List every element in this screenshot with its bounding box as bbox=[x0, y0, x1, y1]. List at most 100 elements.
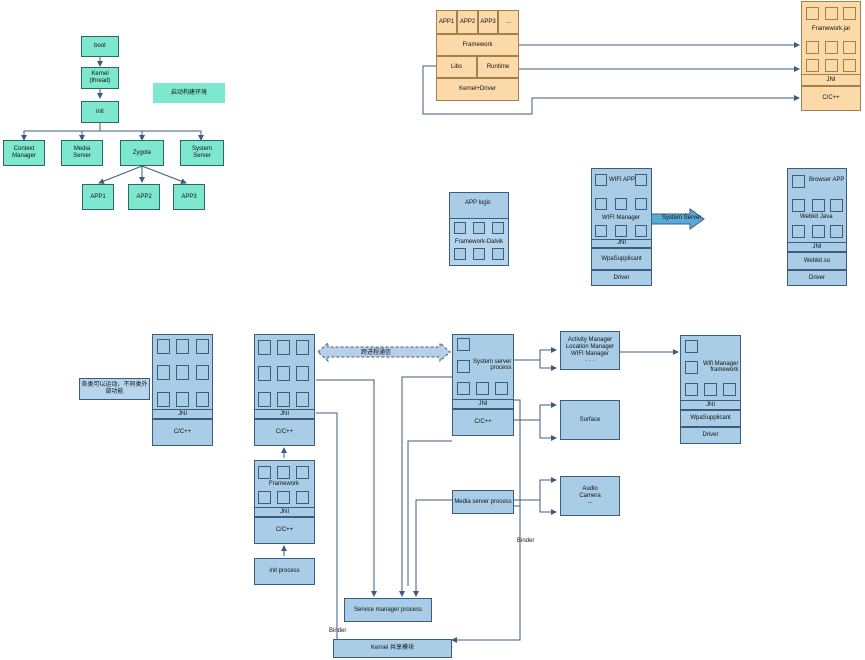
dalvik-block bbox=[473, 222, 485, 234]
browser-block bbox=[792, 175, 805, 188]
b-block bbox=[277, 392, 290, 407]
ss-block bbox=[495, 382, 508, 395]
jar-block bbox=[843, 7, 856, 20]
c-cc: C/C++ bbox=[254, 517, 315, 544]
binder-label-2: Binder bbox=[329, 628, 347, 634]
dalvik-block bbox=[492, 248, 504, 260]
b-jni: JNI bbox=[254, 409, 315, 419]
system-server-process-label: System server process bbox=[473, 359, 512, 371]
wifi-driver: Driver bbox=[591, 270, 652, 286]
stack-app2: APP2 bbox=[457, 10, 478, 34]
stack-libs: Libs bbox=[436, 56, 477, 78]
browser-block bbox=[830, 199, 843, 212]
ss-jni: JNI bbox=[452, 399, 514, 409]
b-block bbox=[296, 392, 309, 407]
binder-label-1: Binder bbox=[517, 538, 535, 544]
c-block bbox=[258, 491, 271, 504]
b-cc: C/C++ bbox=[254, 419, 315, 446]
app1-node: APP1 bbox=[82, 184, 114, 210]
zygote-node: Zygote bbox=[120, 140, 164, 166]
app2-node: APP2 bbox=[128, 184, 160, 210]
framework-jar-label: Framework.jar bbox=[812, 26, 851, 32]
browser-block bbox=[792, 225, 805, 238]
audio-camera-box: Audio Camera ... bbox=[560, 476, 620, 516]
b-block bbox=[277, 366, 290, 381]
a-block bbox=[157, 365, 170, 380]
wifi-framework-label: Wifi Manager framework bbox=[703, 361, 739, 373]
wf-driver: Driver bbox=[680, 427, 741, 444]
jar-block bbox=[843, 41, 856, 54]
a-block bbox=[176, 339, 189, 354]
dalvik-block bbox=[473, 248, 485, 260]
ss-block bbox=[457, 338, 470, 351]
a-block bbox=[176, 392, 189, 407]
ss-block bbox=[457, 360, 470, 373]
stack-framework: Framework bbox=[436, 34, 519, 56]
a-block bbox=[157, 339, 170, 354]
stack-cc: C/C++ bbox=[801, 86, 861, 111]
a-jni: JNI bbox=[152, 409, 213, 419]
stack-jni: JNI bbox=[801, 74, 861, 86]
c-block bbox=[296, 491, 309, 504]
a-block bbox=[196, 365, 209, 380]
wf-block bbox=[685, 340, 698, 353]
wf-wpa: WpaSupplicant bbox=[680, 410, 741, 427]
b-block bbox=[277, 340, 290, 355]
browser-driver: Driver bbox=[787, 270, 847, 286]
stack-kernel-driver: Kernel+Driver bbox=[436, 78, 519, 101]
c-block bbox=[277, 466, 290, 479]
wifi-block bbox=[635, 198, 647, 210]
jar-block bbox=[825, 59, 838, 72]
wifi-block bbox=[595, 225, 607, 237]
b-block bbox=[296, 366, 309, 381]
context-manager-node: Context Manager bbox=[3, 140, 45, 166]
ss-cc: C/C++ bbox=[452, 409, 514, 436]
ss-block bbox=[476, 382, 489, 395]
jar-block bbox=[825, 7, 838, 20]
browser-block bbox=[830, 225, 843, 238]
wifi-manager-label: WIFI Manager bbox=[602, 215, 641, 221]
system-server-arrow bbox=[650, 208, 705, 230]
browser-block bbox=[812, 225, 825, 238]
dalvik-block bbox=[492, 222, 504, 234]
wifi-block bbox=[595, 198, 607, 210]
wpa-supplicant-crossed: WpaSupplicant bbox=[591, 248, 652, 270]
c-block bbox=[296, 466, 309, 479]
webkit-so: Webkit.so bbox=[787, 252, 847, 270]
b-block bbox=[258, 340, 271, 355]
ss-block bbox=[457, 382, 470, 395]
media-server-process: Media server process bbox=[452, 490, 514, 514]
app-logic-label: APP logic bbox=[465, 200, 491, 206]
system-server-arrow-label: System Server bbox=[662, 215, 702, 221]
stack-runtime: Runtime bbox=[477, 56, 519, 78]
webkit-java-label: Webkit Java bbox=[800, 214, 833, 220]
ipc-arrow bbox=[317, 341, 451, 363]
wifi-block bbox=[595, 174, 607, 186]
b-block bbox=[296, 340, 309, 355]
wifi-block bbox=[635, 174, 647, 186]
init-process: init process bbox=[254, 558, 315, 585]
jar-block bbox=[806, 7, 819, 20]
bottom-note: 各类可以运动、不同类外部功能 bbox=[79, 378, 150, 400]
jar-block bbox=[806, 41, 819, 54]
kernel-shared-module: Kernel 共享模块 bbox=[333, 639, 452, 658]
a-cc: C/C++ bbox=[152, 419, 213, 446]
b-block bbox=[258, 366, 271, 381]
jar-block bbox=[843, 59, 856, 72]
wf-jni: JNI bbox=[680, 400, 741, 410]
a-block bbox=[196, 392, 209, 407]
build-env-note: 启动构建环境 bbox=[153, 83, 225, 103]
browser-app-label: Browser APP bbox=[809, 177, 845, 183]
wifi-block bbox=[635, 225, 647, 237]
dalvik-block bbox=[454, 222, 466, 234]
wf-block bbox=[723, 383, 736, 396]
a-block bbox=[196, 339, 209, 354]
a-block bbox=[176, 365, 189, 380]
jar-block bbox=[806, 59, 819, 72]
wifi-block bbox=[615, 198, 627, 210]
app3-node: APP3 bbox=[173, 184, 205, 210]
stack-ellipsis: ... bbox=[498, 10, 519, 34]
wf-block bbox=[685, 361, 698, 374]
a-block bbox=[157, 392, 170, 407]
framework-label: Framework bbox=[269, 481, 300, 487]
